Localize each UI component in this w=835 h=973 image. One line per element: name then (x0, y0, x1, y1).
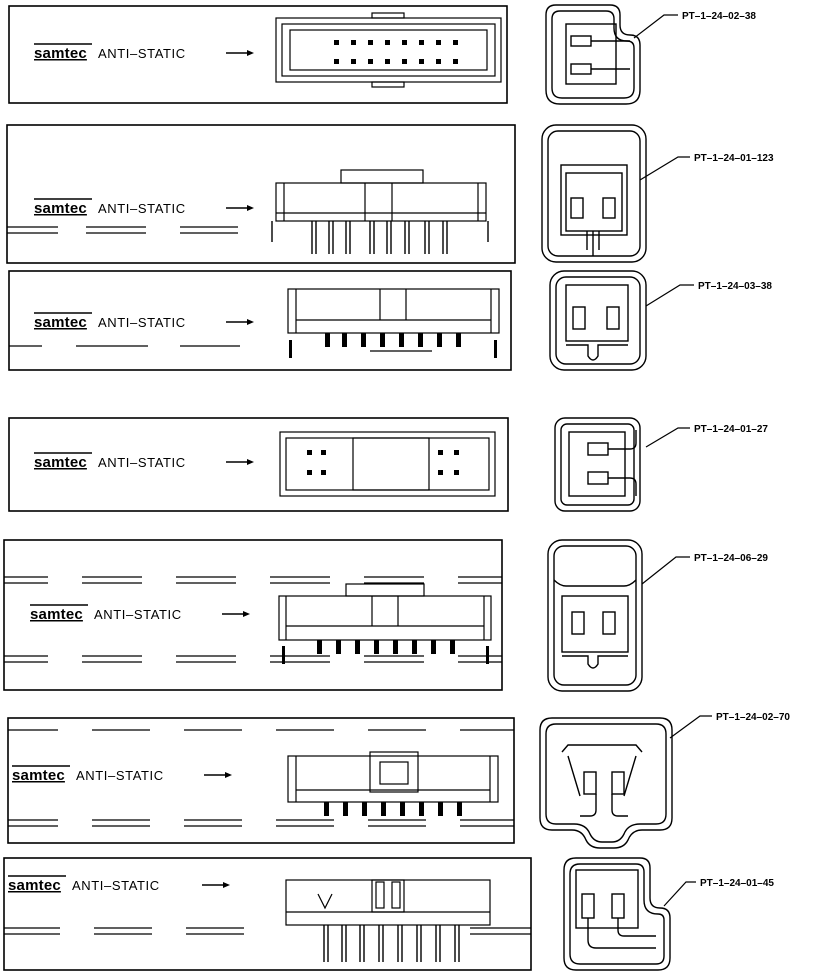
brand-tag-6: samtec ANTI–STATIC (12, 765, 232, 784)
tube-5-header-side-view (278, 583, 492, 641)
anti-static-label: ANTI–STATIC (98, 315, 186, 330)
tube-6-header-pins (324, 802, 462, 816)
tube-3-label-strip (8, 270, 512, 371)
leader-line (669, 715, 712, 739)
tube-1-profile (545, 4, 641, 105)
tube-7-header-pins (323, 925, 460, 962)
tube-3-header-side-view (287, 288, 500, 334)
anti-static-label: ANTI–STATIC (98, 455, 186, 470)
samtec-logo: samtec (34, 200, 87, 217)
samtec-logo: samtec (8, 877, 61, 894)
callout-2: PT–1–24–01–123 (639, 153, 774, 181)
leader-line (663, 881, 696, 907)
tube-6-label-strip (7, 717, 515, 844)
brand-tag-4: samtec ANTI–STATIC (34, 452, 254, 471)
anti-static-label: ANTI–STATIC (94, 607, 182, 622)
anti-static-label: ANTI–STATIC (98, 46, 186, 61)
anti-static-label: ANTI–STATIC (72, 878, 160, 893)
tube-1-pin-grid (334, 40, 458, 64)
samtec-logo: samtec (12, 767, 65, 784)
brand-tag-5: samtec ANTI–STATIC (30, 604, 250, 623)
tube-6-profile (539, 717, 673, 849)
brand-tag-2: samtec ANTI–STATIC (34, 198, 254, 217)
tube-4-pin-grid (307, 450, 459, 475)
callout-6: PT–1–24–02–70 (669, 712, 790, 739)
part-number-label: PT–1–24–03–38 (698, 281, 772, 292)
brand-tag-1: samtec ANTI–STATIC (34, 43, 254, 62)
tube-6-header-side-view (287, 751, 499, 803)
callout-1: PT–1–24–02–38 (633, 11, 756, 39)
brand-tag-7: samtec ANTI–STATIC (8, 875, 230, 894)
arrow-head-icon (247, 319, 254, 325)
tube-5-profile (547, 539, 643, 692)
leader-line (633, 14, 678, 39)
tube-2-profile (541, 124, 647, 263)
tube-3-profile (549, 270, 647, 371)
tube-7-header-side-view (285, 879, 491, 926)
part-number-callouts: PT–1–24–02–38PT–1–24–01–123PT–1–24–03–38… (633, 11, 790, 907)
part-number-label: PT–1–24–02–38 (682, 11, 756, 22)
brand-tag-3: samtec ANTI–STATIC (34, 312, 254, 331)
part-number-label: PT–1–24–06–29 (694, 553, 768, 564)
tube-7-label-strip (3, 857, 532, 971)
tube-7-profile (563, 857, 671, 971)
part-number-label: PT–1–24–01–45 (700, 878, 774, 889)
tube-3-header-pins (289, 333, 497, 358)
arrow-head-icon (243, 611, 250, 617)
tube-2-header-pins (271, 221, 489, 254)
tube-2-label-strip (6, 124, 516, 264)
arrow-head-icon (225, 772, 232, 778)
callout-7: PT–1–24–01–45 (663, 878, 774, 907)
leader-line (639, 156, 690, 181)
part-number-label: PT–1–24–01–123 (694, 153, 774, 164)
arrow-head-icon (223, 882, 230, 888)
arrow-head-icon (247, 205, 254, 211)
samtec-logo: samtec (34, 45, 87, 62)
tube-2-header-side-view (275, 169, 487, 222)
callout-5: PT–1–24–06–29 (641, 553, 768, 585)
samtec-logo: samtec (34, 454, 87, 471)
anti-static-label: ANTI–STATIC (98, 201, 186, 216)
leader-line (645, 284, 694, 307)
arrow-head-icon (247, 50, 254, 56)
samtec-logo: samtec (34, 314, 87, 331)
arrow-head-icon (247, 459, 254, 465)
part-number-label: PT–1–24–02–70 (716, 712, 790, 723)
callout-4: PT–1–24–01–27 (645, 424, 768, 448)
tube-5-header-pins (282, 640, 489, 664)
tube-5-label-strip (3, 539, 503, 691)
part-number-label: PT–1–24–01–27 (694, 424, 768, 435)
leader-line (641, 556, 690, 585)
samtec-logo: samtec (30, 606, 83, 623)
tube-4-header-top-view (279, 431, 496, 497)
tube-4-profile (554, 417, 641, 512)
tube-1-label-strip (8, 5, 508, 104)
tube-1-header-top-view (275, 12, 502, 88)
tube-4-label-strip (8, 417, 509, 512)
anti-static-label: ANTI–STATIC (76, 768, 164, 783)
callout-3: PT–1–24–03–38 (645, 281, 772, 307)
leader-line (645, 427, 690, 448)
